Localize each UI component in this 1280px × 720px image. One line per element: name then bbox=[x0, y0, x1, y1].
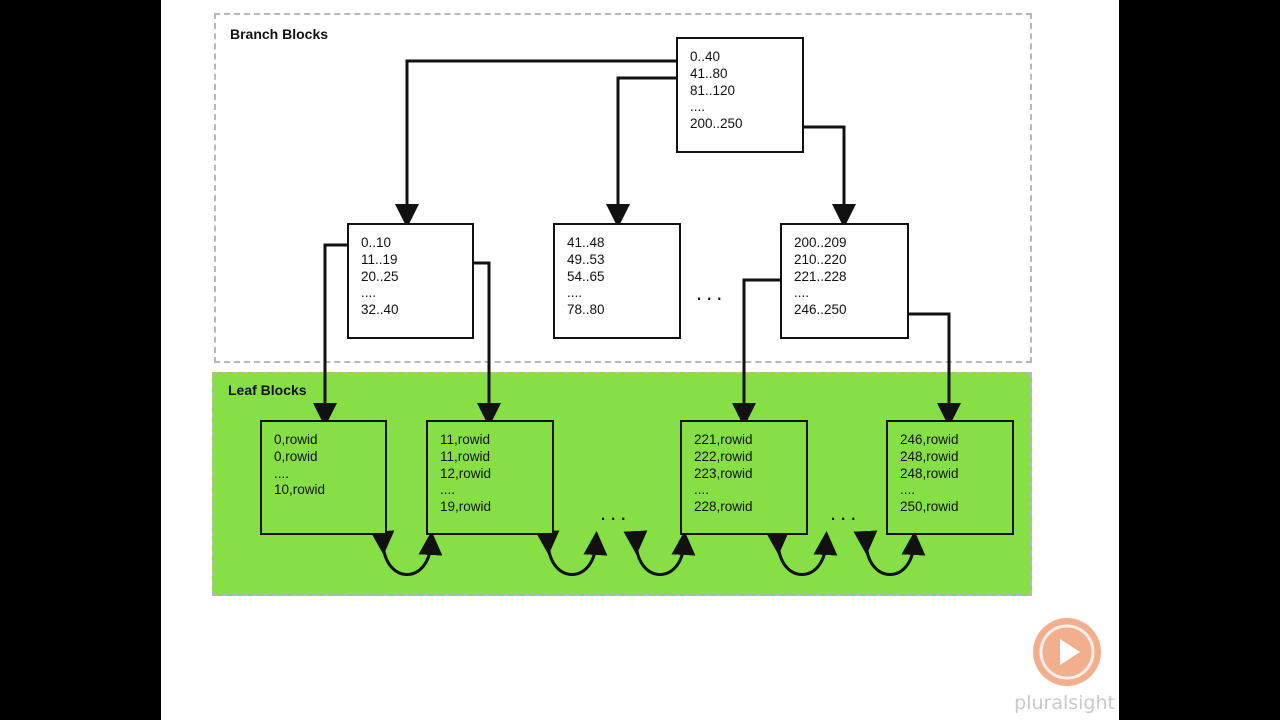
leaf-block-line: 0,rowid bbox=[274, 448, 318, 464]
branch-blocks-title: Branch Blocks bbox=[230, 26, 329, 42]
branch-block-line: 41..48 bbox=[567, 235, 605, 250]
arrow-branch-1-to-leaf-2 bbox=[472, 261, 501, 427]
branch-block-line: 0..10 bbox=[361, 235, 392, 250]
leaf-block-line: 250,rowid bbox=[900, 499, 959, 515]
branch-block-line: .... bbox=[794, 285, 810, 301]
arrow-root-to-branch-1 bbox=[395, 59, 677, 228]
play-icon bbox=[1033, 618, 1101, 686]
leaf-block-line: .... bbox=[274, 465, 290, 481]
leaf-block-line: 246,rowid bbox=[900, 432, 959, 447]
leaf-block: 246,rowid 248,rowid 248,rowid .... 250,r… bbox=[886, 420, 1014, 535]
leaf-block-line: 12,rowid bbox=[440, 465, 492, 481]
leaf-block-line: 248,rowid bbox=[900, 465, 959, 481]
arrow-branch-3-to-leaf-3 bbox=[732, 278, 782, 427]
link-mid-leaf-4 bbox=[853, 530, 926, 576]
leaf-block-line: 222,rowid bbox=[694, 448, 753, 464]
leaf-block-line: 11,rowid bbox=[440, 448, 491, 464]
link-leaf-3-mid bbox=[765, 530, 838, 576]
branch-block-line: .... bbox=[361, 285, 377, 301]
leaf-block-line: .... bbox=[900, 482, 916, 498]
branch-block-line: 54..65 bbox=[567, 268, 605, 284]
branch-block-line: .... bbox=[567, 285, 583, 301]
arrow-branch-1-to-leaf-1 bbox=[313, 243, 348, 427]
root-block: 0..40 41..80 81..120 .... 200..250 bbox=[676, 37, 804, 153]
leaf-block-line: 228,rowid bbox=[694, 499, 753, 515]
arrow-root-to-branch-3 bbox=[802, 125, 856, 228]
root-block-line: .... bbox=[690, 99, 706, 115]
link-leaf-1-2 bbox=[370, 530, 443, 576]
leaf-block-line: 0,rowid bbox=[274, 432, 318, 447]
branch-block-line: 11..19 bbox=[361, 251, 398, 267]
root-block-line: 0..40 bbox=[690, 49, 721, 64]
leaf-block-line: 19,rowid bbox=[440, 499, 492, 515]
root-block-line: 200..250 bbox=[690, 116, 743, 132]
branch-block-line: 200..209 bbox=[794, 235, 847, 250]
leaf-block-line: 223,rowid bbox=[694, 465, 753, 481]
branch-block-line: 210..220 bbox=[794, 251, 847, 267]
root-block-line: 41..80 bbox=[690, 65, 728, 81]
branch-block: 41..48 49..53 54..65 .... 78..80 bbox=[553, 223, 681, 339]
leaf-block-line: 11,rowid bbox=[440, 432, 491, 447]
branch-block-line: 49..53 bbox=[567, 251, 605, 267]
leaf-block-line: 10,rowid bbox=[274, 482, 326, 498]
leaf-block-line: 248,rowid bbox=[900, 448, 959, 464]
leaf-block-line: .... bbox=[694, 482, 710, 498]
connector-arrows bbox=[313, 59, 961, 576]
branch-block: 0..10 11..19 20..25 .... 32..40 bbox=[347, 223, 474, 339]
pluralsight-logo: pluralsight bbox=[999, 610, 1119, 720]
branch-block-line: 32..40 bbox=[361, 302, 399, 318]
link-leaf-2-mid bbox=[535, 530, 608, 576]
leaf-block: 0,rowid 0,rowid .... 10,rowid bbox=[260, 420, 387, 535]
arrow-root-to-branch-2 bbox=[606, 76, 677, 228]
link-mid-leaf-3 bbox=[623, 530, 696, 576]
leaf-block-line: 221,rowid bbox=[694, 432, 753, 447]
branch-block-line: 221..228 bbox=[794, 268, 847, 284]
leaf-block: 11,rowid 11,rowid 12,rowid .... 19,rowid bbox=[426, 420, 554, 535]
leaf-block-line: .... bbox=[440, 482, 456, 498]
branch-block-line: 246..250 bbox=[794, 302, 847, 318]
arrow-branch-3-to-leaf-4 bbox=[907, 312, 961, 427]
branch-block: 200..209 210..220 221..228 .... 246..250 bbox=[780, 223, 909, 339]
root-block-line: 81..120 bbox=[690, 82, 736, 98]
leaf-ellipsis: ... bbox=[830, 500, 861, 525]
branch-block-line: 78..80 bbox=[567, 302, 605, 318]
branch-block-line: 20..25 bbox=[361, 268, 399, 284]
leaf-blocks-title: Leaf Blocks bbox=[228, 382, 307, 398]
logo-text: pluralsight bbox=[1014, 692, 1115, 714]
branch-ellipsis: ... bbox=[696, 280, 727, 305]
leaf-block: 221,rowid 222,rowid 223,rowid .... 228,r… bbox=[680, 420, 808, 535]
slide: Branch Blocks Leaf Blocks 0..40 bbox=[161, 0, 1119, 720]
leaf-ellipsis: ... bbox=[600, 500, 631, 525]
